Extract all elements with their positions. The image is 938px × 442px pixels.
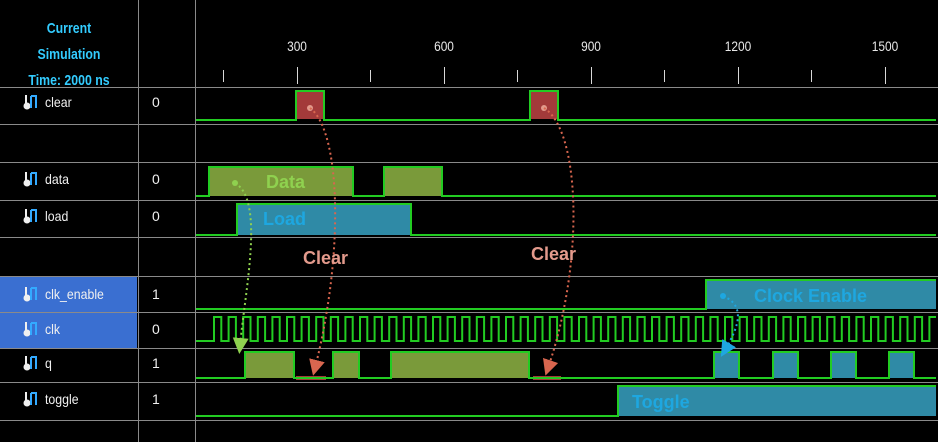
title-line-2: Time: 2000 ns xyxy=(28,72,110,89)
row-highlight-clk xyxy=(0,313,137,348)
wave-load xyxy=(196,203,936,236)
annotation-data: Data xyxy=(266,172,306,192)
minor-tick xyxy=(223,70,224,82)
value-column-divider[interactable] xyxy=(195,0,196,442)
signal-name-toggle[interactable]: toggle xyxy=(22,384,83,414)
signal-name-data[interactable]: data xyxy=(22,164,72,194)
row-divider xyxy=(0,162,938,163)
signal-value-clk: 0 xyxy=(152,321,160,337)
signal-label: toggle xyxy=(45,391,79,407)
signal-icon xyxy=(22,389,40,409)
row-divider xyxy=(0,276,938,277)
signal-name-clear[interactable]: clear xyxy=(22,87,75,117)
signal-name-clk[interactable]: clk xyxy=(22,314,62,344)
signal-icon xyxy=(22,284,40,304)
signal-label: q xyxy=(45,355,52,371)
annotation-arrows xyxy=(232,105,739,376)
name-column-divider[interactable] xyxy=(138,0,139,442)
signal-value-q: 1 xyxy=(152,355,160,371)
row-divider xyxy=(0,200,938,201)
signal-value-clk-enable: 1 xyxy=(152,286,160,302)
wave-clk-enable xyxy=(196,279,936,310)
signal-value-data: 0 xyxy=(152,171,160,187)
annotation-clear-1: Clear xyxy=(303,248,349,268)
signal-label: data xyxy=(45,171,69,187)
signal-icon xyxy=(22,169,40,189)
title-line-1: Current Simulation xyxy=(37,20,101,63)
wave-q xyxy=(196,351,936,380)
annotation-clear-2: Clear xyxy=(531,244,577,264)
signal-label: clk_enable xyxy=(45,286,104,302)
tick-label-900: 900 xyxy=(581,38,601,54)
signal-label: load xyxy=(45,208,69,224)
signal-icon xyxy=(22,353,40,373)
signal-icon xyxy=(22,92,40,112)
row-divider xyxy=(0,348,938,349)
minor-tick xyxy=(664,70,665,82)
minor-tick xyxy=(517,70,518,82)
row-divider xyxy=(0,237,938,238)
row-divider xyxy=(0,382,938,383)
tick-label-600: 600 xyxy=(434,38,454,54)
major-tick xyxy=(591,67,592,84)
tick-label-300: 300 xyxy=(287,38,307,54)
major-tick xyxy=(444,67,445,84)
wave-clear xyxy=(196,90,936,121)
wave-data xyxy=(196,166,936,197)
signal-value-toggle: 1 xyxy=(152,391,160,407)
annotation-load: Load xyxy=(263,209,306,229)
row-divider xyxy=(0,420,938,421)
major-tick xyxy=(297,67,298,84)
major-tick xyxy=(738,67,739,84)
row-divider xyxy=(0,124,938,125)
simulation-time-title: Current Simulation Time: 2000 ns xyxy=(14,16,124,94)
row-divider xyxy=(0,312,938,313)
signal-icon xyxy=(22,319,40,339)
wave-clk xyxy=(196,316,936,342)
signal-value-load: 0 xyxy=(152,208,160,224)
signal-value-clear: 0 xyxy=(152,94,160,110)
annotation-clock-enable: Clock Enable xyxy=(754,286,868,306)
row-highlight-clk-enable xyxy=(0,277,137,312)
signal-name-q[interactable]: q xyxy=(22,348,53,378)
wave-toggle xyxy=(196,385,936,417)
minor-tick xyxy=(370,70,371,82)
row-divider xyxy=(0,87,938,88)
annotation-toggle: Toggle xyxy=(632,392,690,412)
tick-label-1500: 1500 xyxy=(871,38,899,54)
signal-icon xyxy=(22,206,40,226)
tick-label-1200: 1200 xyxy=(724,38,752,54)
signal-label: clk xyxy=(45,321,61,337)
minor-tick xyxy=(811,70,812,82)
signal-label: clear xyxy=(45,94,72,110)
signal-name-load[interactable]: load xyxy=(22,201,71,231)
major-tick xyxy=(885,67,886,84)
signal-name-clk-enable[interactable]: clk_enable xyxy=(22,279,112,309)
